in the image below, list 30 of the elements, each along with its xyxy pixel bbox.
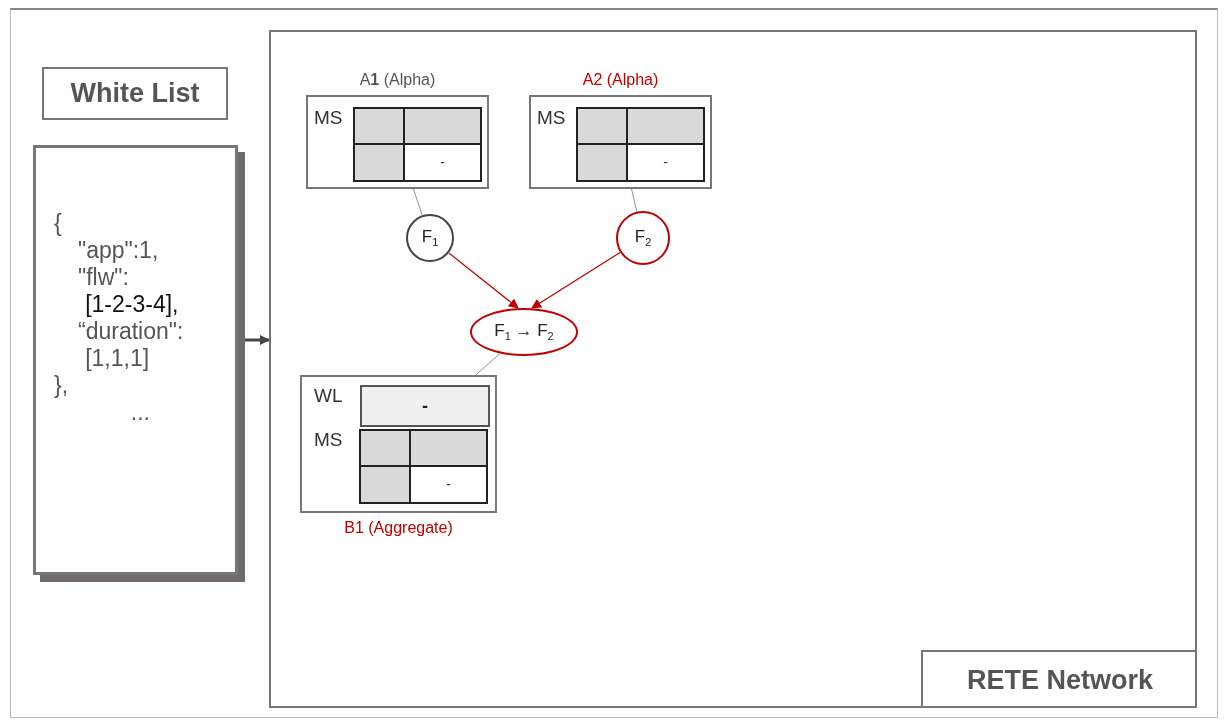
row-label: MS: [314, 429, 343, 451]
join-ellipse: [470, 308, 578, 356]
arrow: [531, 251, 621, 309]
node-heading: A2 (Alpha): [581, 71, 660, 89]
fact-circle: [616, 211, 670, 265]
node-heading: B1 (Aggregate): [343, 519, 454, 537]
title-box: RETE Network: [921, 650, 1197, 708]
connector-line: [413, 188, 423, 216]
code-text: {: [54, 210, 62, 236]
connector-line: [475, 353, 501, 376]
node-label: F$_{1}$: [421, 227, 439, 249]
code-text: "flw":: [78, 264, 129, 290]
connector-line: [631, 188, 638, 213]
code-text: "app":1,: [78, 237, 159, 263]
fact-circle: [406, 214, 454, 262]
arrow: [448, 252, 519, 309]
row-label: WL: [314, 385, 343, 407]
row-label: MS: [314, 107, 343, 129]
value-field: -: [360, 385, 490, 427]
code-text: “duration":: [78, 318, 184, 344]
code-text: },: [54, 372, 69, 398]
row-label: MS: [537, 107, 566, 129]
code-text: ...: [130, 399, 150, 425]
node-label: F$_{1}$ → F$_{2}$: [494, 321, 554, 343]
network-panel: [269, 30, 1197, 708]
code-text: [1-2-3-4],: [85, 291, 179, 317]
node-label: F$_{2}$: [634, 227, 652, 249]
code-text: [1,1,1]: [85, 345, 150, 371]
title-box: White List: [42, 67, 228, 120]
node-heading: A1 (Alpha): [358, 71, 437, 89]
